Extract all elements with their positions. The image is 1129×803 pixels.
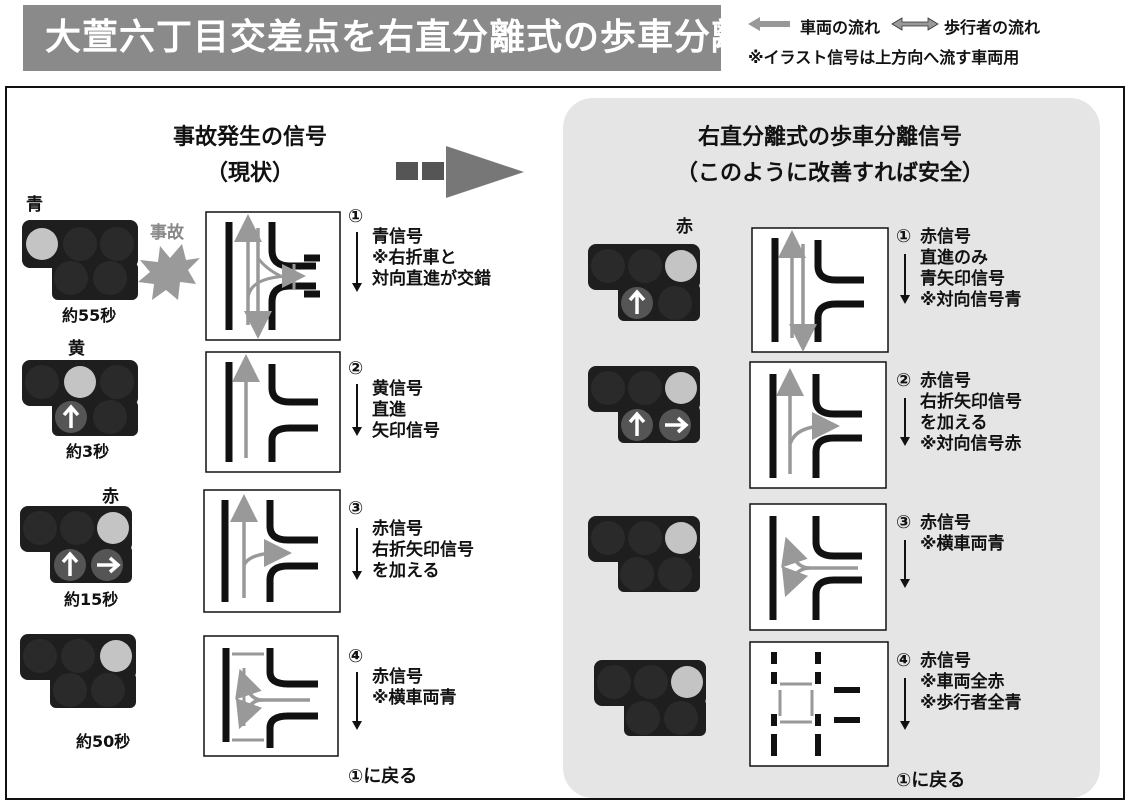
right-step-2-line4: ※対向信号赤	[920, 434, 1022, 454]
left-step-1-line1: 青信号	[372, 227, 423, 247]
light-2-time: 約3秒	[66, 442, 110, 461]
accident-label: 事故	[150, 223, 184, 243]
left-step-3-line3: を加える	[372, 561, 440, 581]
right-step-4-line1: 赤信号	[920, 651, 971, 671]
right-step-3: ③ 赤信号 ※横車両青	[896, 512, 1005, 555]
left-step-1-line3: 対向直進が交錯	[372, 269, 491, 289]
left-step-1-number: ①	[348, 206, 364, 227]
right-step-2-number: ②	[896, 370, 912, 391]
intersection-diagram-2-left	[205, 351, 341, 473]
right-step-2-line1: 赤信号	[920, 371, 971, 391]
pedestrian-flow-arrow-icon	[891, 17, 939, 31]
light-3-time: 約15秒	[64, 590, 119, 609]
left-step-4: ④ 赤信号 ※横車両青	[348, 646, 457, 709]
legend-note: ※イラスト信号は上方向へ流す車両用	[748, 48, 1020, 67]
signal-head-2-left	[22, 360, 138, 436]
left-step-1-line2: ※右折車と	[372, 248, 457, 268]
step-flow-arrow-icon	[352, 672, 362, 730]
intersection-diagram-1-right	[751, 227, 889, 353]
light-3-color-label: 赤	[102, 487, 119, 507]
right-return-label: ①に戻る	[896, 770, 966, 791]
transition-arrow-icon	[396, 146, 524, 198]
light-2-color-label: 黄	[68, 339, 85, 359]
right-step-4: ④ 赤信号 ※車両全赤 ※歩行者全青	[896, 650, 1022, 714]
accident-burst-icon	[138, 244, 200, 300]
right-step-1-line2: 直進のみ	[920, 248, 988, 268]
right-heading-line1: 右直分離式の歩車分離信号	[697, 125, 962, 150]
right-heading-line2: （このように改善すれば安全）	[675, 161, 984, 186]
step-flow-arrow-icon	[900, 678, 910, 730]
left-step-2-number: ②	[348, 358, 364, 379]
left-step-4-number: ④	[348, 646, 364, 667]
left-step-4-line2: ※横車両青	[372, 688, 457, 708]
signal-head-1-left	[22, 220, 138, 300]
left-step-3-number: ③	[348, 498, 364, 519]
intersection-diagram-3-right	[749, 503, 887, 631]
right-step-1-line4: ※対向信号青	[920, 290, 1022, 310]
left-step-4-line1: 赤信号	[372, 667, 423, 687]
diagram-frame	[5, 86, 1125, 800]
right-step-2-line3: を加える	[920, 413, 988, 433]
left-return-label: ①に戻る	[348, 766, 418, 787]
left-step-3-line2: 右折矢印信号	[372, 540, 474, 560]
right-step-4-number: ④	[896, 650, 912, 671]
signal-head-1-right	[588, 244, 700, 321]
left-step-2: ② 黄信号 直進 矢印信号	[348, 358, 440, 442]
step-flow-arrow-icon	[900, 540, 910, 588]
left-step-1: ① 青信号 ※右折車と 対向直進が交錯	[348, 206, 491, 290]
step-flow-arrow-icon	[352, 232, 362, 292]
legend: 車両の流れ 歩行者の流れ ※イラスト信号は上方向へ流す車両用	[742, 14, 1122, 70]
legend-arrows	[748, 17, 939, 31]
page-title: 大萱六丁目交差点を右直分離式の歩車分離信号に	[23, 5, 721, 71]
intersection-diagram-4-right	[749, 641, 889, 767]
signal-head-3-right	[588, 516, 700, 592]
intersection-diagram-2-right	[749, 361, 887, 489]
signal-head-4-left	[20, 634, 136, 708]
right-step-4-line3: ※歩行者全青	[920, 693, 1022, 713]
light-1-time: 約55秒	[62, 306, 117, 325]
left-heading-line1: 事故発生の信号	[172, 125, 327, 150]
legend-pedestrian-label: 歩行者の流れ	[944, 18, 1041, 37]
intersection-diagram-1-left	[205, 211, 341, 341]
right-step-1-line3: 青矢印信号	[920, 269, 1005, 289]
intersection-diagram-4-left	[203, 635, 339, 757]
left-step-3-line1: 赤信号	[372, 519, 423, 539]
right-step-3-number: ③	[896, 512, 912, 533]
step-flow-arrow-icon	[352, 528, 362, 580]
left-step-2-line1: 黄信号	[372, 379, 423, 399]
right-step-3-line1: 赤信号	[920, 513, 971, 533]
signal-head-2-right	[588, 366, 700, 443]
light-4-time: 約50秒	[76, 732, 131, 751]
left-step-3: ③ 赤信号 右折矢印信号 を加える	[348, 498, 474, 582]
left-step-2-line3: 矢印信号	[372, 421, 440, 441]
right-step-1-number: ①	[896, 226, 912, 247]
right-red-label: 赤	[676, 217, 693, 237]
right-step-1: ① 赤信号 直進のみ 青矢印信号 ※対向信号青	[896, 226, 1022, 311]
right-step-2-line2: 右折矢印信号	[920, 392, 1022, 412]
left-heading-line2: （現状）	[205, 161, 294, 186]
step-flow-arrow-icon	[900, 254, 910, 304]
left-step-2-line2: 直進	[372, 400, 406, 420]
right-step-4-line2: ※車両全赤	[920, 672, 1005, 692]
right-step-1-line1: 赤信号	[920, 227, 971, 247]
intersection-diagram-3-left	[203, 489, 341, 613]
step-flow-arrow-icon	[900, 398, 910, 446]
light-1-color-label: 青	[26, 195, 43, 215]
signal-head-3-left	[20, 506, 132, 583]
signal-head-4-right	[594, 660, 706, 736]
right-step-3-line2: ※横車両青	[920, 534, 1005, 554]
vehicle-flow-arrow-icon	[748, 17, 790, 31]
step-flow-arrow-icon	[352, 384, 362, 436]
legend-vehicle-label: 車両の流れ	[800, 18, 881, 37]
right-step-2: ② 赤信号 右折矢印信号 を加える ※対向信号赤	[896, 370, 1022, 455]
